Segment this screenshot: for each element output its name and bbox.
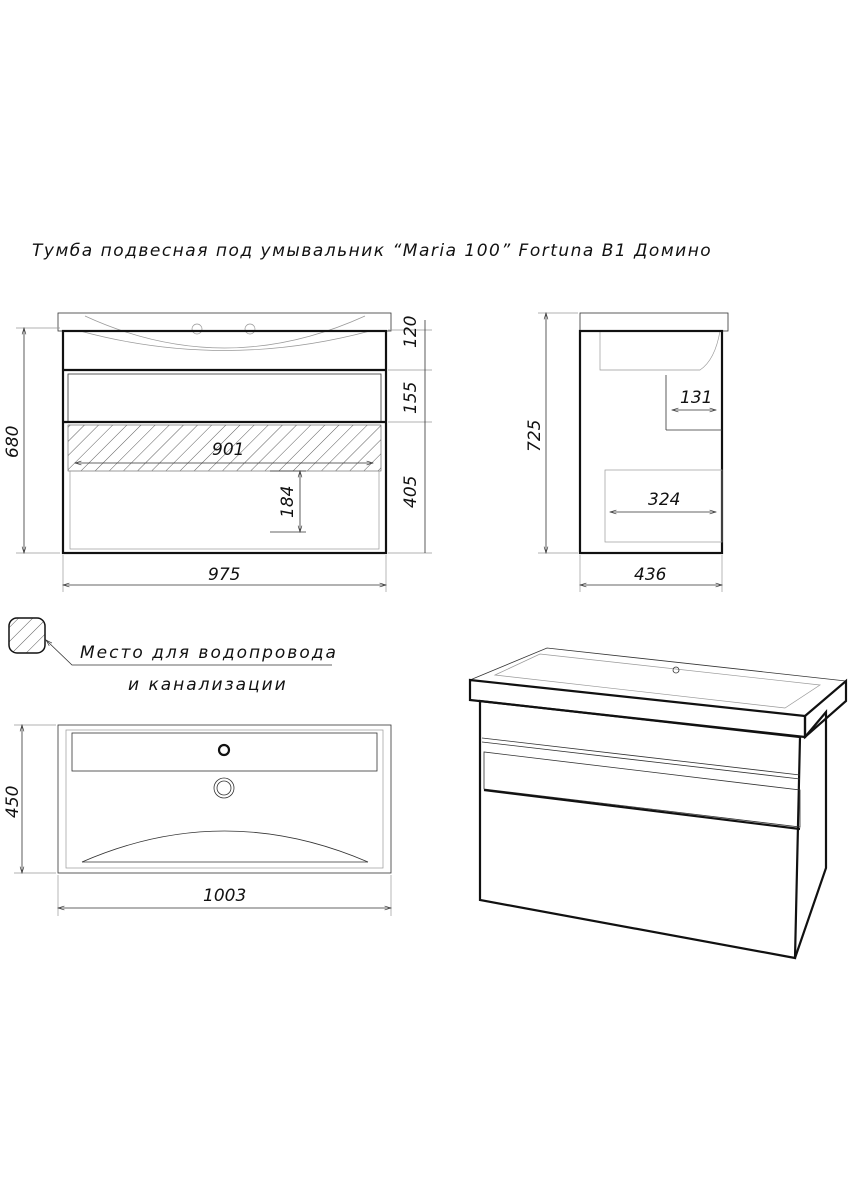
faucet-hole (217, 743, 231, 757)
dim-155: 155 (401, 382, 421, 414)
dim-324: 324 (648, 490, 680, 510)
upper-drawer (67, 373, 382, 423)
dim-450: 450 (3, 786, 23, 818)
dim-405: 405 (401, 476, 421, 508)
hatch-legend-swatch (8, 617, 46, 654)
front-view: 680 120 155 405 975 901 184 (3, 312, 432, 592)
lower-drawer (69, 470, 380, 550)
legend-line2: и канализации (128, 675, 288, 695)
legend: Место для водопровода и канализации (8, 617, 338, 695)
side-body (578, 329, 724, 555)
iso-drawer-top (483, 788, 801, 831)
dim-725: 725 (525, 420, 545, 452)
dim-975: 975 (208, 565, 240, 585)
countertop (57, 312, 392, 332)
top-outline (57, 724, 392, 874)
side-view: 725 436 131 324 (525, 312, 729, 592)
dim-120: 120 (401, 316, 421, 348)
dim-1003: 1003 (203, 886, 246, 906)
dim-436: 436 (634, 565, 667, 585)
dim-901: 901 (212, 440, 244, 460)
top-view: 450 1003 (3, 725, 391, 916)
side-countertop (579, 312, 729, 332)
isometric-view (468, 647, 848, 960)
legend-line1: Место для водопровода (80, 643, 338, 663)
dim-184: 184 (278, 486, 298, 518)
dim-131: 131 (680, 388, 712, 408)
drawing-title: Тумба подвесная под умывальник “Maria 10… (32, 241, 712, 261)
drain-hole (213, 777, 235, 799)
dim-height-680: 680 (3, 426, 23, 458)
cabinet-body (61, 329, 388, 555)
iso-cabinet-front (478, 699, 802, 960)
